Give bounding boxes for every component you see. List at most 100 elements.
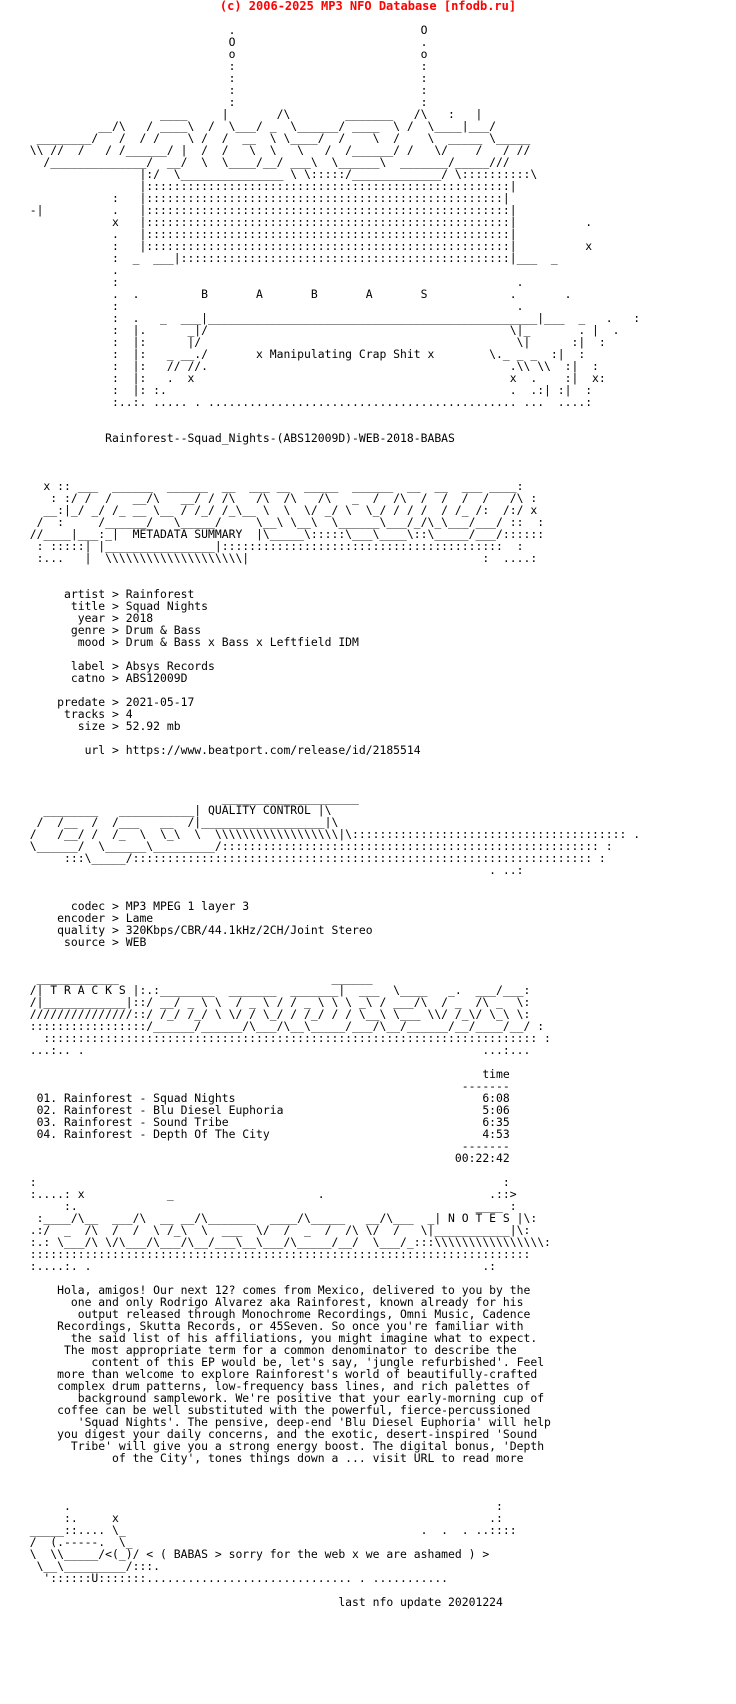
nfo-line: / : /______/ \_____/ \__\ \__\ \______\_…: [16, 515, 545, 529]
nfo-line: ____ | /\ _______ /\ : |: [16, 107, 524, 121]
nfo-line: x :: ___ ______ ______ __ ___ __ _____ _…: [16, 479, 538, 493]
nfo-line: Recordings, Skutta Records, or 45Seven. …: [16, 1319, 524, 1333]
nfo-line: last nfo update 20201224: [16, 1595, 503, 1609]
nfo-line: ::::::::::::::::::::::::::::::::::::::::…: [16, 1031, 551, 1045]
nfo-line: /______________/ __/ \ \____/__/ ___\ \_…: [16, 155, 517, 169]
nfo-text: . O O . o o: [16, 12, 640, 1608]
nfo-line: one and only Rodrigo Alvarez aka Rainfor…: [16, 1295, 524, 1309]
nfo-line: \ \\_____/<(_)/ < ( BABAS > sorry for th…: [16, 1547, 490, 1561]
nfo-line: : :/ / / __/\ __/ / /\ /\ /\ /\ _ / /\ /…: [16, 491, 551, 505]
nfo-line: x |:::::::::::::::::::::::::::::::::::::…: [16, 215, 593, 229]
nfo-line: :____/\__ ___/\ __ __/\_______ ____/\___…: [16, 1211, 538, 1225]
nfo-line: .:/ _ /\ / / \ /_\ \ ___ \/ / _ / /\ \/ …: [16, 1223, 531, 1237]
nfo-line: you digest your daily concerns, and the …: [16, 1427, 538, 1441]
nfo-line: size > 52.92 mb: [16, 719, 181, 733]
nfo-line: 04. Rainforest - Depth Of The City 4:53: [16, 1127, 510, 1141]
nfo-line: : :: [16, 95, 510, 109]
nfo-line: :::::::::::::::::/______/______/\___/\__…: [16, 1019, 545, 1033]
nfo-line: complex drum patterns, low-frequency bas…: [16, 1379, 531, 1393]
nfo-line: : |: _ __./ x Manipulating Crap Shit x \…: [16, 347, 586, 361]
nfo-line: |:/ \_______________ \ \:::::/__________…: [16, 167, 545, 181]
nfo-line: :..:. ..... . ..........................…: [16, 395, 593, 409]
nfo-line: title > Squad Nights: [16, 599, 209, 613]
nfo-line: / (.-----. \_: [16, 1535, 133, 1549]
nfo-line: of the City', tones things down a ... vi…: [16, 1451, 524, 1465]
nfo-line: more than welcome to explore Rainforest'…: [16, 1367, 538, 1381]
nfo-line: : |: // //. .\\ \\ :| :: [16, 359, 599, 373]
nfo-line: ____________________: [16, 791, 359, 805]
nfo-line: : :: [16, 1175, 510, 1189]
nfo-line: __:|_/ _/ /_ __ \__ / /_/ /_\__ \ \ \/ _…: [16, 503, 538, 517]
nfo-line: Tribe' will give you a strong energy boo…: [16, 1439, 545, 1453]
nfo-line: :. ____ :: [16, 1199, 517, 1213]
nfo-line: : :: [16, 71, 510, 85]
nfo-line: Hola, amigos! Our next 12? comes from Me…: [16, 1283, 531, 1297]
nfo-line: predate > 2021-05-17: [16, 695, 195, 709]
nfo-line: /|____________|::/ __/ _ \ \ / _ \ / / _…: [16, 995, 531, 1009]
nfo-line: ________/ / / / \ / / __ \ \____/ / \ / …: [16, 131, 538, 145]
nfo-line: the said list of his affiliations, you m…: [16, 1331, 538, 1345]
nfo-line: . |:::::::::::::::::::::::::::::::::::::…: [16, 227, 586, 241]
nfo-line: time: [16, 1067, 510, 1081]
nfo-line: : :: [16, 83, 510, 97]
nfo-line: :. x .:: [16, 1511, 503, 1525]
nfo-line: encoder > Lame: [16, 911, 154, 925]
nfo-line: : .: [16, 299, 565, 313]
nfo-line: :... | \\\\\\\\\\\\\\\\\\\\| : ....:: [16, 551, 538, 565]
nfo-line: 03. Rainforest - Sound Tribe 6:35: [16, 1115, 510, 1129]
nfo-line: \__\_________/:::.: [16, 1559, 161, 1573]
nfo-line: output released through Monochrome Recor…: [16, 1307, 531, 1321]
nfo-line: The most appropriate term for a common d…: [16, 1343, 517, 1357]
nfo-line: .: [16, 263, 565, 277]
nfo-line: o o: [16, 47, 510, 61]
nfo-line: /| T R A C K S |:.:________ _______ ____…: [16, 983, 531, 997]
nfo-line: : . _ ___|______________________________…: [16, 311, 641, 325]
nfo-line: content of this EP would be, let's say, …: [16, 1355, 545, 1369]
copyright-header: (c) 2006-2025 MP3 NFO Database [nfodb.ru…: [219, 0, 517, 13]
nfo-line: . :: [16, 1499, 503, 1513]
nfo-line: : |: |/ \| :| :: [16, 335, 606, 349]
nfo-line: label > Absys Records: [16, 659, 215, 673]
nfo-line: '::::::U:::::::.........................…: [16, 1571, 449, 1585]
nfo-line: -------: [16, 1079, 510, 1093]
nfo-line: ::::::::::::::::::::::::::::::::::::::::…: [16, 1247, 531, 1261]
nfo-line: tracks > 4: [16, 707, 133, 721]
nfo-line: : :::::| |________________|:::::::::::::…: [16, 539, 524, 553]
nfo-line: -------: [16, 1139, 510, 1153]
nfo-line: background samplework. We're positive th…: [16, 1391, 545, 1405]
nfo-line: : :: [16, 59, 510, 73]
nfo-line: :.: \___/\ \/\___/\___/\__/___\__\___/\_…: [16, 1235, 551, 1249]
nfo-line: : |:::::::::::::::::::::::::::::::::::::…: [16, 239, 593, 253]
nfo-line: O .: [16, 35, 510, 49]
nfo-line: . ..:: [16, 863, 524, 877]
nfo-line: : |. _|/ \|_ . | .: [16, 323, 620, 337]
nfo-line: |:::::::::::::::::::::::::::::::::::::::…: [16, 179, 531, 193]
nfo-line: 'Squad Nights'. The pensive, deep-end 'B…: [16, 1415, 551, 1429]
nfo-line: : _ ___|::::::::::::::::::::::::::::::::…: [16, 251, 593, 265]
nfo-line: / /__ / /___ __ /|__________________|\: [16, 815, 339, 829]
nfo-line: year > 2018: [16, 611, 154, 625]
nfo-line: artist > Rainforest: [16, 587, 195, 601]
nfo-line: catno > ABS12009D: [16, 671, 188, 685]
nfo-line: :....:. . .:: [16, 1259, 497, 1273]
nfo-line: \______/ \______\_________/:::::::::::::…: [16, 839, 613, 853]
nfo-line: ...:.. . ...:...: [16, 1043, 531, 1057]
nfo-line: : |:::::::::::::::::::::::::::::::::::::…: [16, 191, 551, 205]
nfo-line: -| . |::::::::::::::::::::::::::::::::::…: [16, 203, 524, 217]
nfo-line: __/\ / ____\ / \___/ _ \______/ ____ \ /…: [16, 119, 524, 133]
nfo-line: coffee can be well substituted with the …: [16, 1403, 531, 1417]
nfo-line: \\ // / / /______/ | / / \ \ \ / /______…: [16, 143, 538, 157]
nfo-line: Rainforest--Squad_Nights-(ABS12009D)-WEB…: [16, 431, 455, 445]
nfo-line: codec > MP3 MPEG 1 layer 3: [16, 899, 250, 913]
nfo-line: : |: :. . .:| :| :: [16, 383, 593, 397]
nfo-line: :....: x _ . .::>: [16, 1187, 517, 1201]
nfo-line: genre > Drum & Bass: [16, 623, 202, 637]
nfo-line: //____|___:_| METADATA SUMMARY |\_____\:…: [16, 527, 545, 541]
nfo-line: quality > 320Kbps/CBR/44.1kHz/2CH/Joint …: [16, 923, 373, 937]
nfo-line: 02. Rainforest - Blu Diesel Euphoria 5:0…: [16, 1103, 510, 1117]
nfo-line: ____________ ______: [16, 971, 373, 985]
nfo-line: url > https://www.beatport.com/release/i…: [16, 743, 421, 757]
nfo-line: 00:22:42: [16, 1151, 510, 1165]
nfo-line: . . B A B A S . .: [16, 287, 572, 301]
nfo-line: . O: [16, 23, 510, 37]
